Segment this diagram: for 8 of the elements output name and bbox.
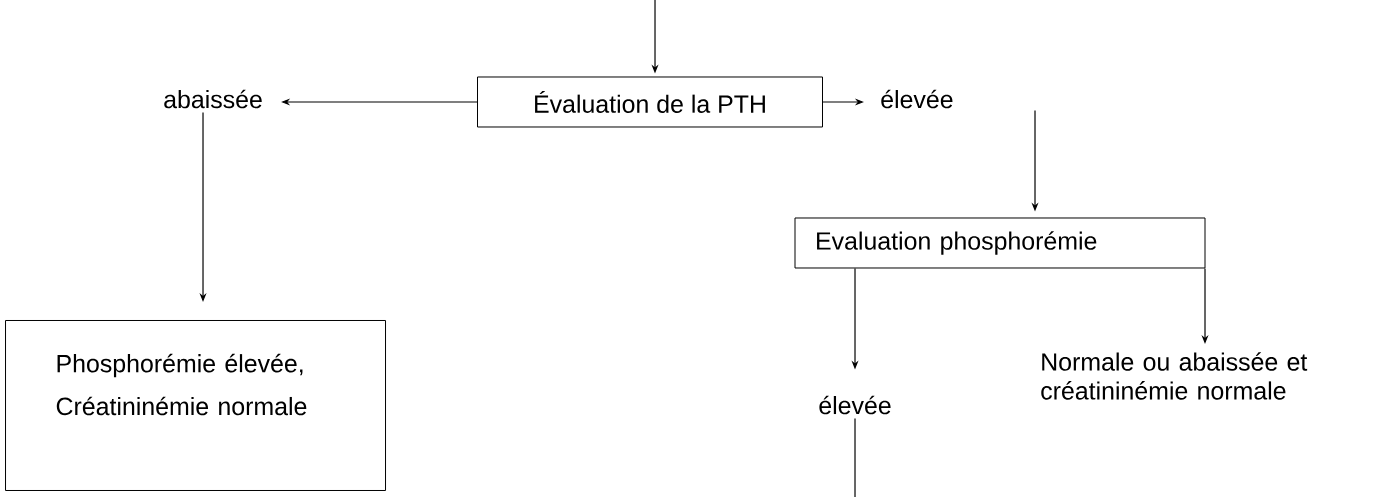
outcome-label: Normale ou abaissée et créatininémie normale [1041,352,1308,400]
outcome-label: élevée [819,395,891,415]
outcome-label: élevée [881,89,953,109]
process-box: Évaluation de la PTH [477,76,823,128]
outcome-label: abaissée [164,89,262,109]
connector-line [854,417,856,497]
process-box: Evaluation phosphorémie [794,217,1206,269]
result-box: Phosphorémie élevée, Créatininémie normale [5,320,386,491]
